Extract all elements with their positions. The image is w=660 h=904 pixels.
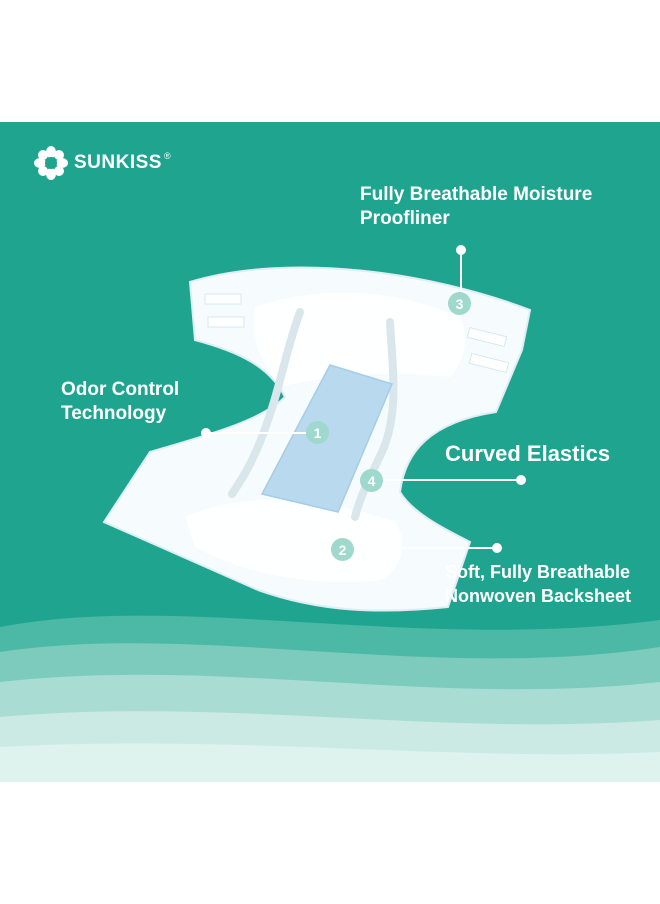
marker-4: 4: [360, 469, 383, 492]
marker-1: 1: [306, 421, 329, 444]
callout-label-line: Odor Control: [61, 379, 180, 400]
callout-label-line: Curved Elastics: [445, 441, 611, 466]
sunflower-logo-icon: [34, 146, 68, 180]
callout-label-line: Technology: [61, 403, 167, 424]
brand-logo: SUNKISS ®: [34, 146, 171, 180]
callout-label-line: Proofliner: [360, 208, 450, 229]
callout-label-line: Nonwoven Backsheet: [445, 586, 632, 606]
callout-label-backsheet: Soft, Fully Breathable Nonwoven Backshee…: [445, 560, 631, 608]
marker-3: 3: [448, 292, 471, 315]
product-panel: SUNKISS ® Fully Breathable Moisture Proo…: [0, 122, 660, 782]
callout-label-moisture-proofliner: Fully Breathable Moisture Proofliner: [360, 183, 592, 231]
callout-label-line: Fully Breathable Moisture: [360, 184, 593, 205]
callout-label-odor-control: Odor Control Technology: [61, 378, 179, 426]
wave-background: [0, 615, 660, 782]
callout-lines: [201, 245, 526, 553]
registered-mark: ®: [163, 151, 171, 161]
marker-2: 2: [331, 538, 354, 561]
callout-label-line: Soft, Fully Breathable: [445, 562, 631, 582]
illustration: [0, 245, 660, 782]
callout-label-curved-elastics: Curved Elastics: [445, 442, 610, 466]
brand-name: SUNKISS: [74, 152, 162, 173]
